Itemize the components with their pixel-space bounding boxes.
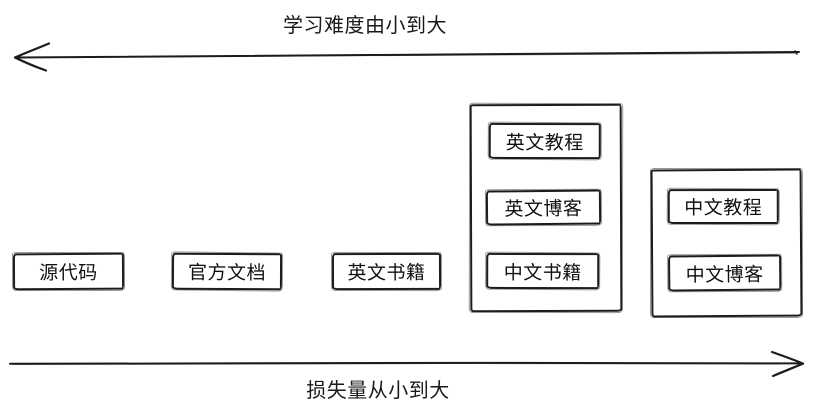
bottom-arrow-right: [9, 350, 805, 378]
bottom-arrow-label: 损失量从小到大: [306, 380, 450, 402]
top-arrow-left: [13, 42, 800, 72]
node-chinese-books-label: 中文书籍: [503, 262, 582, 284]
node-chinese-tutorials: 中文教程: [667, 188, 779, 225]
node-source-code: 源代码: [12, 252, 125, 291]
node-english-tutorials: 英文教程: [488, 122, 601, 160]
node-chinese-blogs-label: 中文博客: [685, 264, 764, 286]
node-official-docs: 官方文档: [171, 252, 283, 291]
node-chinese-tutorials-label: 中文教程: [684, 197, 763, 220]
group-box-2: 中文教程 中文博客: [650, 168, 803, 318]
group-box-1: 英文教程 英文博客 中文书籍: [469, 103, 623, 313]
node-chinese-blogs: 中文博客: [668, 254, 782, 292]
node-english-books-label: 英文书籍: [347, 262, 426, 285]
top-arrow-label: 学习难度由小到大: [283, 15, 447, 37]
node-english-blogs: 英文博客: [485, 189, 602, 226]
node-english-blogs-label: 英文博客: [504, 198, 583, 221]
node-official-docs-label: 官方文档: [187, 262, 267, 285]
node-chinese-books: 中文书籍: [486, 252, 600, 290]
node-english-books: 英文书籍: [331, 252, 442, 291]
node-source-code-label: 源代码: [39, 262, 98, 285]
node-english-tutorials-label: 英文教程: [505, 132, 584, 154]
